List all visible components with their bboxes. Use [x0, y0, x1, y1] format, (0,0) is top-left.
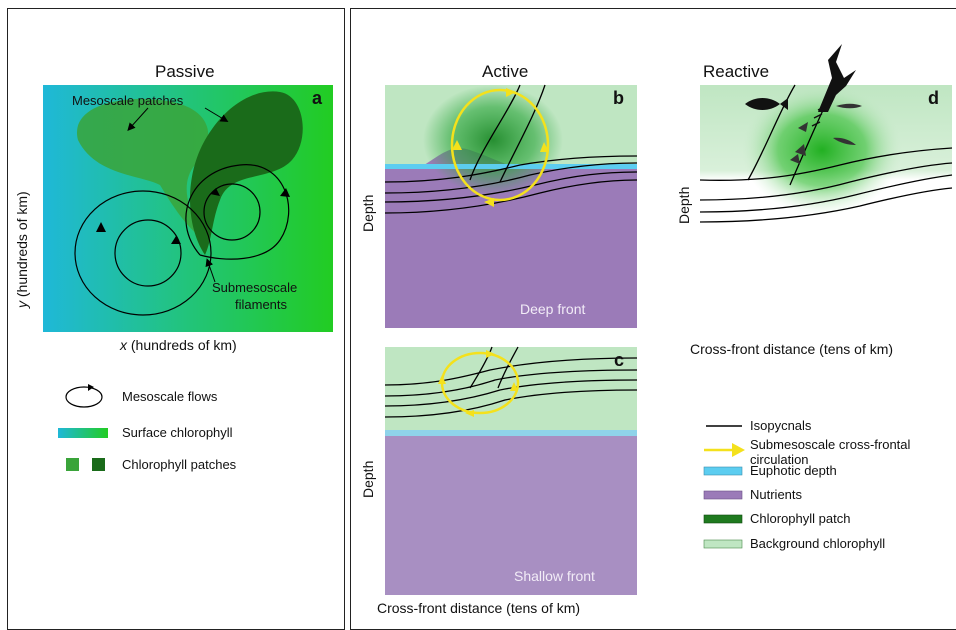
surface-chl-legend-label: Surface chlorophyll — [122, 425, 233, 440]
panel-c-letter: c — [614, 350, 625, 370]
eddy-arrow — [96, 222, 106, 232]
circulation-arrow — [510, 382, 518, 391]
dark-patch-legend-swatch — [92, 458, 105, 471]
panel-b-letter: b — [613, 88, 624, 108]
ylabel-variable: y — [14, 301, 30, 308]
filaments-label-1: Submesoscale — [212, 280, 298, 295]
panel-b-circulation — [450, 88, 550, 202]
patches-pointer — [127, 107, 149, 131]
isopycnals-legend-label: Isopycnals — [750, 418, 812, 433]
chl-patch-legend-label: Chlorophyll patch — [750, 511, 851, 526]
panel-d-chl-patch — [742, 85, 902, 215]
panel-c-euphotic — [385, 430, 637, 436]
eddy-outer-right — [185, 164, 290, 260]
light-patch-legend-swatch — [66, 458, 79, 471]
panel-c-xlabel: Cross-front distance (tens of km) — [377, 600, 581, 616]
panel-d-letter: d — [928, 88, 939, 108]
euphotic-legend-swatch — [703, 466, 743, 476]
panel-b-ylabel: Depth — [360, 194, 376, 232]
patches-pointer — [204, 107, 229, 123]
surface-chl-legend-swatch — [58, 428, 108, 438]
background-chl-legend-label: Background chlorophyll — [750, 536, 886, 551]
krill-icon — [811, 105, 827, 127]
circulation-arrow — [540, 142, 549, 152]
panel-d-title: Reactive — [703, 62, 770, 81]
flows-legend-label: Mesoscale flows — [122, 389, 218, 404]
eddy-arrow — [280, 188, 290, 197]
patches-label: Mesoscale patches — [72, 93, 184, 108]
eddy-inner-left — [114, 219, 182, 287]
circulation-legend-label-1: Submesoscale cross-frontal — [750, 437, 911, 452]
nutrients-legend-label: Nutrients — [750, 487, 803, 502]
tuna-icon — [745, 98, 788, 110]
filaments-label-2: filaments — [235, 297, 288, 312]
nutrients-legend-swatch — [703, 490, 743, 500]
panel-d-xlabel: Cross-front distance (tens of km) — [690, 341, 894, 357]
panel-a-ylabel: y (hundreds of km) — [14, 191, 30, 308]
light-patch — [76, 99, 209, 241]
small-fish-icon — [798, 122, 808, 132]
circulation-arrow — [506, 88, 516, 97]
panel-b-title: Active — [482, 62, 529, 81]
xlabel-rest: (hundreds of km) — [127, 337, 237, 353]
small-fish-icon — [836, 103, 862, 109]
panel-c-front-label: Shallow front — [514, 568, 595, 584]
eddy-outer-left — [74, 190, 212, 316]
seabird-icon — [818, 44, 856, 112]
eddy-arrow — [171, 236, 181, 244]
xlabel-variable: x — [120, 337, 127, 353]
flows-legend-arrow — [88, 384, 94, 391]
panel-a-title: Passive — [155, 62, 215, 81]
panel-b-front-label: Deep front — [520, 301, 586, 317]
circulation-arrow — [484, 198, 494, 207]
dark-patch — [190, 91, 303, 255]
background-chl-legend-swatch — [703, 539, 743, 549]
panel-d-ylabel: Depth — [676, 186, 692, 224]
circulation-legend-arrowhead — [732, 443, 745, 457]
panel-b-euphotic — [385, 164, 637, 169]
patches-legend-label: Chlorophyll patches — [122, 457, 237, 472]
filaments-pointer — [205, 258, 216, 283]
small-fish-icon — [833, 137, 856, 145]
eddy-arrow — [210, 188, 220, 196]
euphotic-legend-label: Euphotic depth — [750, 463, 837, 478]
circulation-arrow — [465, 410, 474, 417]
panel-c-isopycnals — [384, 346, 638, 418]
small-fish-icon — [790, 154, 800, 164]
flows-legend-icon — [65, 386, 103, 408]
circulation-arrow — [486, 350, 495, 358]
panel-a-letter: a — [312, 88, 323, 108]
circulation-legend-label-2: circulation — [750, 452, 809, 467]
chl-patch-legend-swatch — [703, 514, 743, 524]
circulation-arrow — [452, 140, 462, 150]
eddy-inner-right — [203, 183, 261, 241]
panel-a-xlabel: x (hundreds of km) — [120, 337, 237, 353]
ylabel-rest: (hundreds of km) — [14, 191, 30, 301]
small-fish-icon — [795, 144, 806, 156]
circulation-arrow — [438, 375, 446, 384]
panel-c-ylabel: Depth — [360, 460, 376, 498]
